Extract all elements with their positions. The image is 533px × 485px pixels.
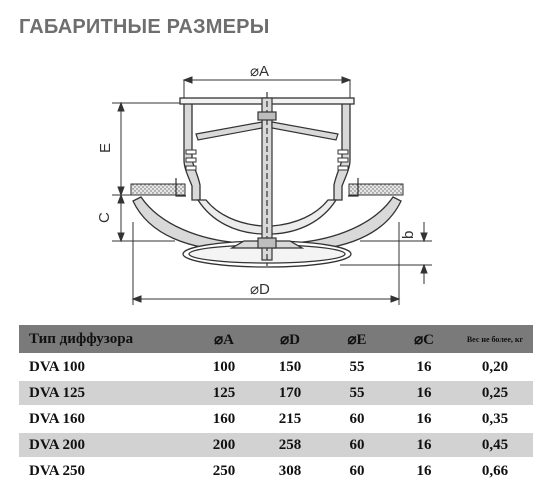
- cell-a: 250: [191, 459, 257, 483]
- cell-d: 258: [257, 433, 323, 457]
- diffuser-drawing: ⌀A E C b ⌀D: [96, 63, 432, 305]
- cell-weight: 0,45: [457, 433, 533, 457]
- central-rod: [257, 92, 277, 266]
- dimension-d: [131, 222, 401, 305]
- header-e: ⌀E: [323, 325, 391, 353]
- table-row: DVA 250 250 308 60 16 0,66: [19, 459, 533, 483]
- table-row: DVA 100 100 150 55 16 0,20: [19, 355, 533, 379]
- cell-a: 125: [191, 381, 257, 405]
- cell-weight: 0,20: [457, 355, 533, 379]
- dimension-d-label: ⌀D: [250, 281, 270, 298]
- cell-d: 150: [257, 355, 323, 379]
- cell-weight: 0,25: [457, 381, 533, 405]
- cell-c: 16: [391, 459, 457, 483]
- cell-e: 55: [323, 355, 391, 379]
- table-header-row: Тип диффузора ⌀A ⌀D ⌀E ⌀C Вес не более, …: [19, 325, 533, 353]
- cell-e: 55: [323, 381, 391, 405]
- cell-a: 160: [191, 407, 257, 431]
- dimensions-table: Тип диффузора ⌀A ⌀D ⌀E ⌀C Вес не более, …: [19, 323, 533, 485]
- cell-e: 60: [323, 407, 391, 431]
- header-weight: Вес не более, кг: [457, 325, 533, 353]
- dimension-c: [112, 193, 175, 243]
- cell-d: 170: [257, 381, 323, 405]
- header-a: ⌀A: [191, 325, 257, 353]
- cell-c: 16: [391, 355, 457, 379]
- cell-type: DVA 160: [19, 407, 191, 431]
- header-d: ⌀D: [257, 325, 323, 353]
- cell-type: DVA 200: [19, 433, 191, 457]
- mounting-clips: [175, 178, 359, 197]
- dimension-e-label: E: [97, 143, 114, 153]
- table-row: DVA 160 160 215 60 16 0,35: [19, 407, 533, 431]
- cell-c: 16: [391, 407, 457, 431]
- cell-a: 100: [191, 355, 257, 379]
- dimension-b-label: b: [400, 231, 417, 239]
- cell-weight: 0,35: [457, 407, 533, 431]
- dimension-b: [340, 222, 432, 284]
- cell-type: DVA 125: [19, 381, 191, 405]
- dimension-a: [182, 76, 352, 98]
- table-row: DVA 125 125 170 55 16 0,25: [19, 381, 533, 405]
- cell-a: 200: [191, 433, 257, 457]
- header-c: ⌀C: [391, 325, 457, 353]
- dimension-e: [112, 101, 190, 197]
- cell-c: 16: [391, 433, 457, 457]
- cell-weight: 0,66: [457, 459, 533, 483]
- cell-e: 60: [323, 433, 391, 457]
- ceiling-panel: [130, 183, 404, 196]
- cell-type: DVA 250: [19, 459, 191, 483]
- bellows: [185, 149, 349, 171]
- dimension-c-label: C: [96, 212, 113, 223]
- page-title: ГАБАРИТНЫЕ РАЗМЕРЫ: [19, 16, 270, 38]
- cell-type: DVA 100: [19, 355, 191, 379]
- header-type: Тип диффузора: [19, 325, 191, 353]
- cell-e: 60: [323, 459, 391, 483]
- cell-c: 16: [391, 381, 457, 405]
- dimension-a-label: ⌀A: [250, 63, 269, 80]
- table-row: DVA 200 200 258 60 16 0,45: [19, 433, 533, 457]
- cell-d: 308: [257, 459, 323, 483]
- cell-d: 215: [257, 407, 323, 431]
- cross-bar: [195, 121, 339, 141]
